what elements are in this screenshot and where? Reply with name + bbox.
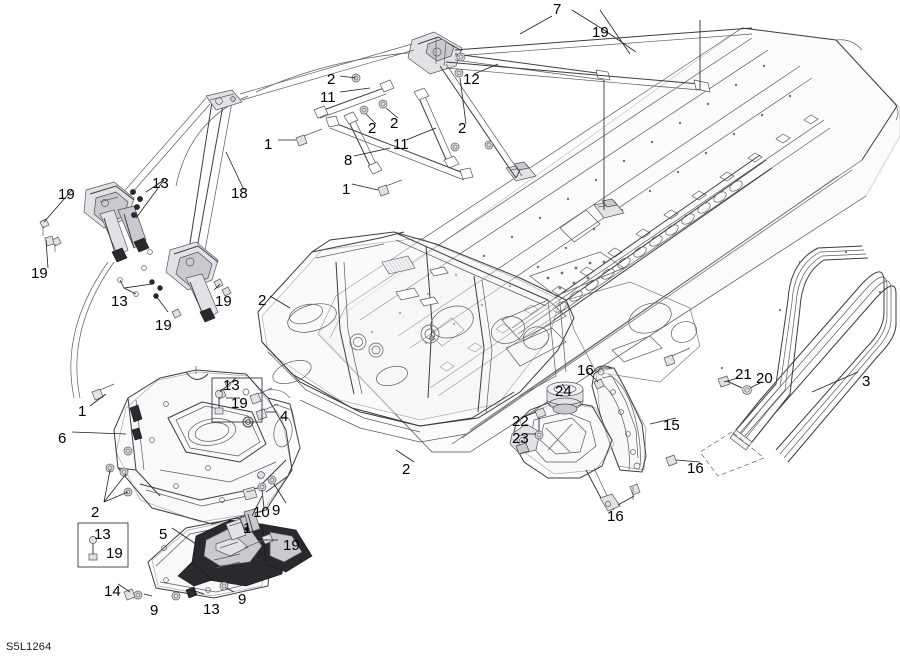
callout-13: 13 xyxy=(94,526,111,543)
callout-16: 16 xyxy=(687,460,704,477)
bolt-1-upper-left xyxy=(295,128,323,147)
callout-3: 3 xyxy=(862,373,871,390)
callout-19: 19 xyxy=(592,24,609,41)
callout-19: 19 xyxy=(106,545,123,562)
callout-10: 10 xyxy=(253,504,270,521)
fastener-19-left-group xyxy=(39,218,62,252)
figure-code: S5L1264 xyxy=(6,641,52,653)
bolt-14 xyxy=(123,588,136,601)
bolt-21-nut-20 xyxy=(717,375,752,395)
rivet-13-group-lower xyxy=(149,279,163,299)
callout-1: 1 xyxy=(264,136,273,153)
callout-16: 16 xyxy=(577,362,594,379)
callout-13: 13 xyxy=(203,601,220,618)
callout-2: 2 xyxy=(458,120,467,137)
loose-hardware-13 xyxy=(117,249,153,297)
detail-box-lower xyxy=(77,522,129,568)
callout-7: 7 xyxy=(553,1,562,18)
callout-19: 19 xyxy=(215,293,232,310)
callout-19: 19 xyxy=(283,537,300,554)
fastener-19-right-group xyxy=(171,278,232,319)
front-pan-6 xyxy=(91,366,301,525)
steering-hub xyxy=(407,31,463,75)
callout-1: 1 xyxy=(78,403,87,420)
callout-5: 5 xyxy=(159,526,168,543)
bolt-1-pan xyxy=(91,383,115,401)
callout-2: 2 xyxy=(368,120,377,137)
callout-14: 14 xyxy=(104,583,121,600)
fastener-19-lower xyxy=(261,533,274,545)
left-spindle-cluster xyxy=(39,181,232,399)
nut-9-lower-group xyxy=(133,581,229,601)
bolt-1-lower xyxy=(377,179,403,197)
callout-6: 6 xyxy=(58,430,67,447)
callout-9: 9 xyxy=(150,602,159,619)
callout-9: 9 xyxy=(238,591,247,608)
tunnel-edge-clips xyxy=(439,114,819,372)
upper-strut-assembly xyxy=(119,27,753,257)
bumper-rail-3 xyxy=(699,245,897,477)
spacer-10 xyxy=(242,486,258,501)
callout-2: 2 xyxy=(402,461,411,478)
callout-11: 11 xyxy=(320,89,336,106)
callout-2: 2 xyxy=(91,504,100,521)
callout-15: 15 xyxy=(663,417,680,434)
chassis-bulkhead xyxy=(257,231,701,443)
callout-2: 2 xyxy=(390,115,399,132)
callout-19: 19 xyxy=(155,317,172,334)
callout-19: 19 xyxy=(58,186,75,203)
callout-13: 13 xyxy=(111,293,128,310)
callout-2: 2 xyxy=(258,292,267,309)
tunnel-brace-mount-front xyxy=(593,198,625,219)
callout-24: 24 xyxy=(555,383,572,400)
callout-8: 8 xyxy=(344,152,353,169)
tunnel-rivet-row-mid xyxy=(424,94,792,345)
callout-16: 16 xyxy=(607,508,624,525)
callout-22: 22 xyxy=(512,413,529,430)
callout-4: 4 xyxy=(280,408,289,425)
callout-21: 21 xyxy=(735,366,752,383)
leader-lines xyxy=(43,9,859,597)
heat-exchanger-strip xyxy=(511,154,773,342)
tunnel-brace-mount-rear xyxy=(505,161,537,182)
callout-13: 13 xyxy=(223,377,240,394)
callout-1: 1 xyxy=(342,181,351,198)
callout-19: 19 xyxy=(31,265,48,282)
callout-23: 23 xyxy=(512,430,529,447)
lower-frame-5 xyxy=(123,508,313,601)
bolt-22-washer-23 xyxy=(534,407,547,440)
strut-18-clevis xyxy=(205,89,243,111)
fastener-19-detail xyxy=(88,536,98,561)
callout-11: 11 xyxy=(393,136,409,153)
rivet-13-group-upper xyxy=(130,189,143,218)
callout-19: 19 xyxy=(231,395,248,412)
callout-12: 12 xyxy=(463,71,480,88)
callout-2: 2 xyxy=(327,71,336,88)
callout-1: 1 xyxy=(243,520,252,537)
nut-2-cluster xyxy=(351,52,494,152)
callout-18: 18 xyxy=(231,185,248,202)
callout-9: 9 xyxy=(272,502,281,519)
tunnel-rivet-row-top xyxy=(370,64,766,334)
callout-20: 20 xyxy=(756,370,773,387)
support-bracket-15 xyxy=(509,347,752,512)
bolt-4-group xyxy=(249,387,279,421)
bolt-16-group xyxy=(593,347,691,500)
callout-13: 13 xyxy=(152,175,169,192)
rivet-13-detail xyxy=(214,390,224,415)
detail-box-upper xyxy=(211,377,263,423)
